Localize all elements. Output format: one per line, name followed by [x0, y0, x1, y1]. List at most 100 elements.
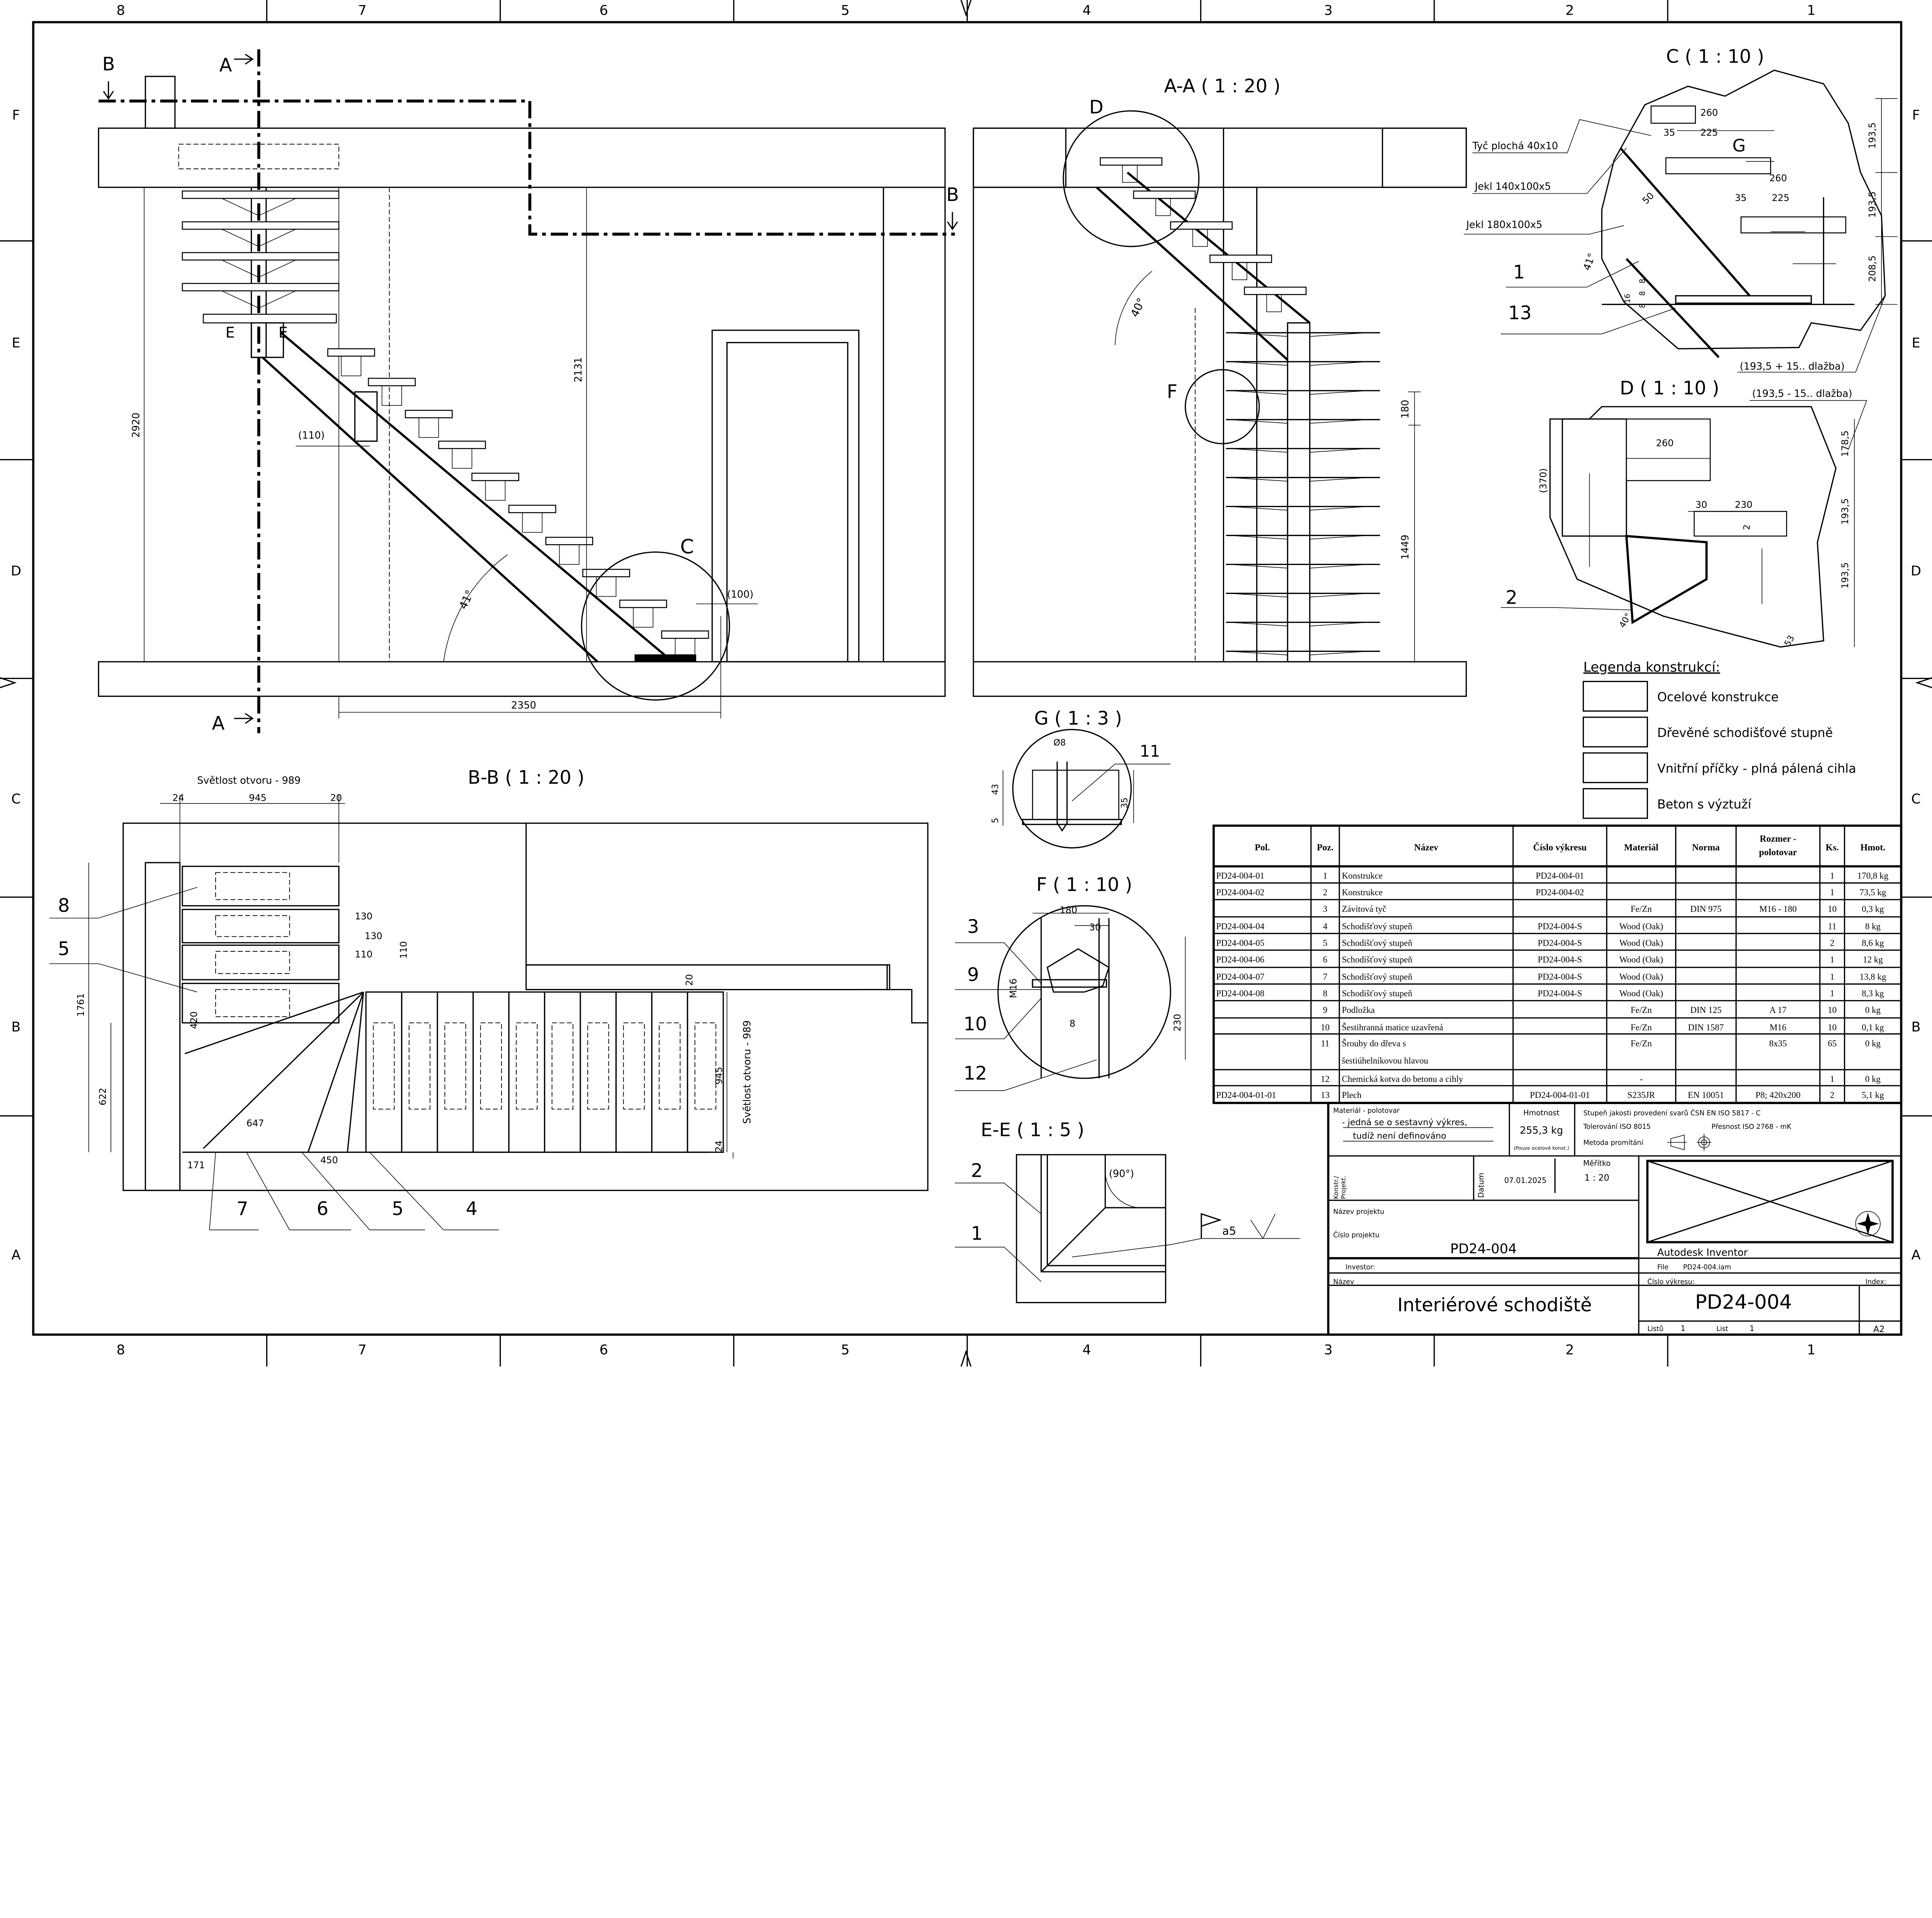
c-dim-193-5-a: 193,5 [1867, 123, 1878, 149]
table-cell: Fe/Zn [1631, 1023, 1652, 1032]
zone-column-label: 3 [1324, 2, 1332, 18]
zone-row-label: D [1911, 563, 1921, 579]
bb-dim-24-a: 24 [172, 793, 184, 803]
zone-column-label: 8 [116, 2, 125, 18]
table-cell: Wood (Oak) [1619, 972, 1663, 982]
tb-index-label: Index: [1866, 1278, 1886, 1286]
table-cell: EN 10051 [1688, 1090, 1724, 1100]
tb-sheets-label: Listů [1647, 1325, 1663, 1333]
tb-format: A2 [1873, 1324, 1884, 1334]
zone-column-label: 8 [116, 1342, 125, 1358]
ee-position-2: 2 [971, 1160, 983, 1181]
g-dim-43: 43 [990, 784, 1000, 795]
dim-offset: (110) [298, 430, 325, 441]
bb-position-8: 8 [58, 895, 70, 917]
landing-tread [182, 983, 340, 1024]
detail-f-marker [1185, 369, 1260, 444]
table-cell: 11 [1828, 921, 1837, 931]
stringer [280, 332, 666, 657]
table-cell: Podložka [1342, 1005, 1375, 1015]
tb-empty-logo-box [1646, 1159, 1894, 1244]
table-cell: 10 [1828, 1005, 1837, 1015]
table-header: Pol. [1255, 842, 1270, 853]
table-cell: 1 [1830, 888, 1834, 897]
f-dim-180: 180 [1060, 905, 1077, 916]
tread [368, 378, 416, 386]
table-cell: 11 [1321, 1038, 1329, 1048]
detail-d-title: D ( 1 : 10 ) [1620, 378, 1719, 399]
c-note-paving: (193,5 + 15.. dlažba) [1740, 361, 1845, 373]
table-cell: PD24-004-04 [1216, 921, 1264, 931]
table-cell: Konstrukce [1342, 888, 1383, 897]
table-cell: 0 kg [1865, 1038, 1881, 1048]
d-note-paving: (193,5 - 15.. dlažba) [1752, 388, 1852, 400]
bb-dim-945-a: 945 [249, 793, 267, 803]
tb-accuracy: Přesnost ISO 2768 - mK [1711, 1123, 1791, 1131]
f-position-10: 10 [964, 1014, 987, 1035]
callout-flat-bar: Tyč plochá 40x10 [1472, 140, 1558, 152]
tb-sheet-label: List [1716, 1325, 1728, 1333]
dim-run: 2350 [511, 700, 536, 711]
tb-projection-label: Metoda promítání [1583, 1139, 1644, 1147]
f-position-3: 3 [967, 916, 979, 938]
bb-dim-110-a: 110 [355, 949, 372, 960]
bb-position-7: 7 [236, 1198, 248, 1220]
aa-dim-1449: 1449 [1400, 534, 1411, 560]
bb-dim-130-a: 130 [355, 911, 372, 922]
table-cell: PD24-004-S [1538, 989, 1582, 998]
tb-date-value: 07.01.2025 [1504, 1176, 1547, 1185]
table-cell: Schodišťový stupeň [1342, 989, 1413, 998]
callout-tube-140: Jekl 140x100x5 [1474, 181, 1551, 192]
table-cell: 6 [1323, 955, 1327, 964]
table-cell: 1 [1830, 871, 1834, 881]
bb-opening-label-vertical: Světlost otvoru - 989 [742, 1020, 753, 1124]
tb-name-label: Název [1333, 1278, 1354, 1286]
table-cell: 1 [1323, 871, 1327, 881]
floor-slab [98, 661, 946, 697]
bb-dim-450: 450 [320, 1155, 338, 1166]
zone-row-label: F [1912, 107, 1920, 123]
table-header: Název [1414, 842, 1438, 853]
bb-position-5b: 5 [392, 1198, 403, 1220]
table-cell: 12 kg [1863, 955, 1883, 964]
zone-column-label: 7 [358, 1342, 366, 1358]
d-dim-230: 230 [1735, 499, 1753, 510]
bb-dim-622: 622 [97, 1088, 108, 1106]
dim-nose: (100) [727, 589, 753, 601]
tb-project-number: PD24-004 [1450, 1241, 1517, 1257]
landing-tread [182, 945, 340, 980]
table-cell: 8x35 [1769, 1038, 1787, 1048]
tb-scale-label: Měřítko [1583, 1159, 1611, 1168]
tb-mass-value: 255,3 kg [1520, 1125, 1563, 1137]
detail-c-label: C [680, 536, 694, 558]
c-dim-50: 50 [1640, 190, 1656, 206]
table-cell: 65 [1828, 1038, 1837, 1048]
main-elevation-view: A A B B E E C 2920 2131 (110) 41° (100) … [98, 49, 959, 734]
table-header: Ks. [1826, 842, 1839, 853]
tread [1133, 190, 1196, 199]
table-cell: PD24-004-S [1538, 972, 1582, 982]
d-dim-178-5: 178,5 [1840, 431, 1850, 457]
section-e-label-left: E [226, 324, 235, 342]
table-cell: 1 [1830, 989, 1834, 998]
detail-c-boundary [1601, 70, 1886, 350]
projection-cone-icon [1667, 1134, 1687, 1150]
compass-rose-icon [1855, 1211, 1881, 1237]
table-cell: 2 [1323, 888, 1327, 897]
section-a-label-top: A [219, 55, 232, 76]
tb-project-number-label: Číslo projektu [1333, 1231, 1379, 1239]
tread [471, 473, 519, 481]
d-dim-30: 30 [1696, 499, 1707, 510]
zone-column-label: 3 [1324, 1342, 1332, 1358]
bb-position-4: 4 [466, 1198, 477, 1220]
c-dim-260-b: 260 [1769, 173, 1787, 184]
tb-mass-note: (Pouze ocelové konst.) [1514, 1145, 1569, 1151]
detail-d-label: D [1089, 97, 1104, 118]
table-cell: 3 [1323, 904, 1327, 914]
table-cell: 8,3 kg [1862, 989, 1884, 998]
table-cell: 5 [1323, 938, 1327, 948]
table-header: Poz. [1317, 842, 1333, 853]
table-cell: PD24-004-05 [1216, 938, 1264, 948]
title-block: Materiál - polotovar - jedná se o sestav… [1327, 1102, 1903, 1336]
